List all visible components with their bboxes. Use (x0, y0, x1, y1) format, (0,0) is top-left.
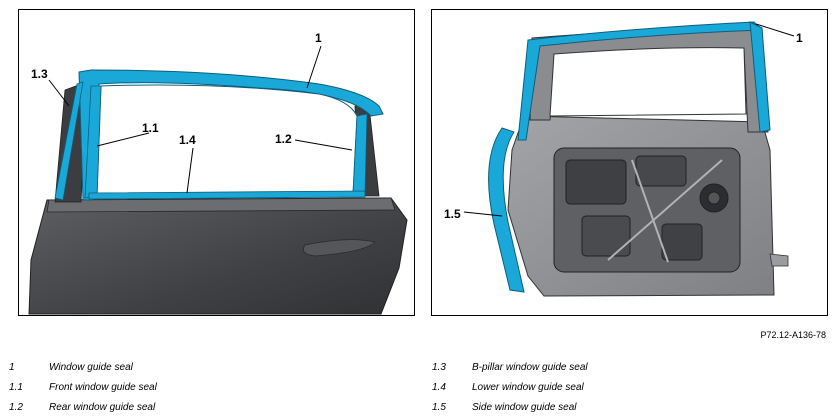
legend-number: 1 (9, 362, 15, 373)
callout-1: 1 (796, 31, 803, 45)
callout-1-3: 1.3 (31, 67, 48, 81)
legend-item: 1.1 Front window guide seal (9, 378, 157, 398)
legend-item: 1.2 Rear window guide seal (9, 398, 157, 418)
callout-1-5: 1.5 (444, 207, 461, 221)
b-pillar-window-guide-seal (54, 81, 84, 201)
legend-item: 1 Window guide seal (9, 358, 157, 378)
legend-number: 1.3 (432, 362, 446, 373)
legend-text: Lower window guide seal (472, 382, 584, 393)
callout-1-4: 1.4 (179, 133, 196, 147)
legend-item: 1.3 B-pillar window guide seal (432, 358, 588, 378)
exterior-door-illustration: 1 1.1 1.2 1.3 1.4 (18, 9, 415, 316)
legend-text: Side window guide seal (472, 402, 577, 413)
window-guide-seal-rear (749, 21, 771, 133)
legend-text: B-pillar window guide seal (472, 362, 588, 373)
window-opening (96, 84, 358, 197)
legend-text: Rear window guide seal (49, 402, 156, 413)
interior-door-illustration: 1 1.5 (431, 9, 828, 316)
hinge-bracket (769, 253, 789, 267)
belt-line (46, 197, 396, 213)
legend-number: 1.5 (432, 402, 446, 413)
leader-lines (48, 45, 353, 194)
door-handle (302, 239, 376, 257)
legend-item: 1.4 Lower window guide seal (432, 378, 588, 398)
figure-reference-code: P72.12-A136-78 (760, 330, 826, 340)
legend-right: 1.3 B-pillar window guide seal 1.4 Lower w… (432, 358, 588, 418)
window-opening (549, 47, 747, 117)
window-regulator-mechanism (553, 147, 741, 273)
legend-text: Front window guide seal (49, 382, 157, 393)
window-guide-seal (78, 69, 384, 201)
callout-1-1: 1.1 (142, 121, 159, 135)
legend-left: 1 Window guide seal 1.1 Front window guide… (9, 358, 157, 418)
callout-1: 1 (315, 31, 322, 45)
leader-lines (463, 23, 795, 217)
interior-door-drawing (463, 21, 795, 297)
lower-window-guide-seal (88, 190, 366, 200)
legend-number: 1.2 (9, 402, 23, 413)
side-window-guide-seal (488, 127, 525, 293)
legend-item: 1.5 Side window guide seal (432, 398, 588, 418)
legend-number: 1.1 (9, 382, 23, 393)
door-panel (28, 197, 408, 315)
legend-text: Window guide seal (49, 362, 133, 373)
legend-number: 1.4 (432, 382, 446, 393)
callout-1-2: 1.2 (275, 132, 292, 146)
exterior-door-drawing (28, 45, 408, 315)
